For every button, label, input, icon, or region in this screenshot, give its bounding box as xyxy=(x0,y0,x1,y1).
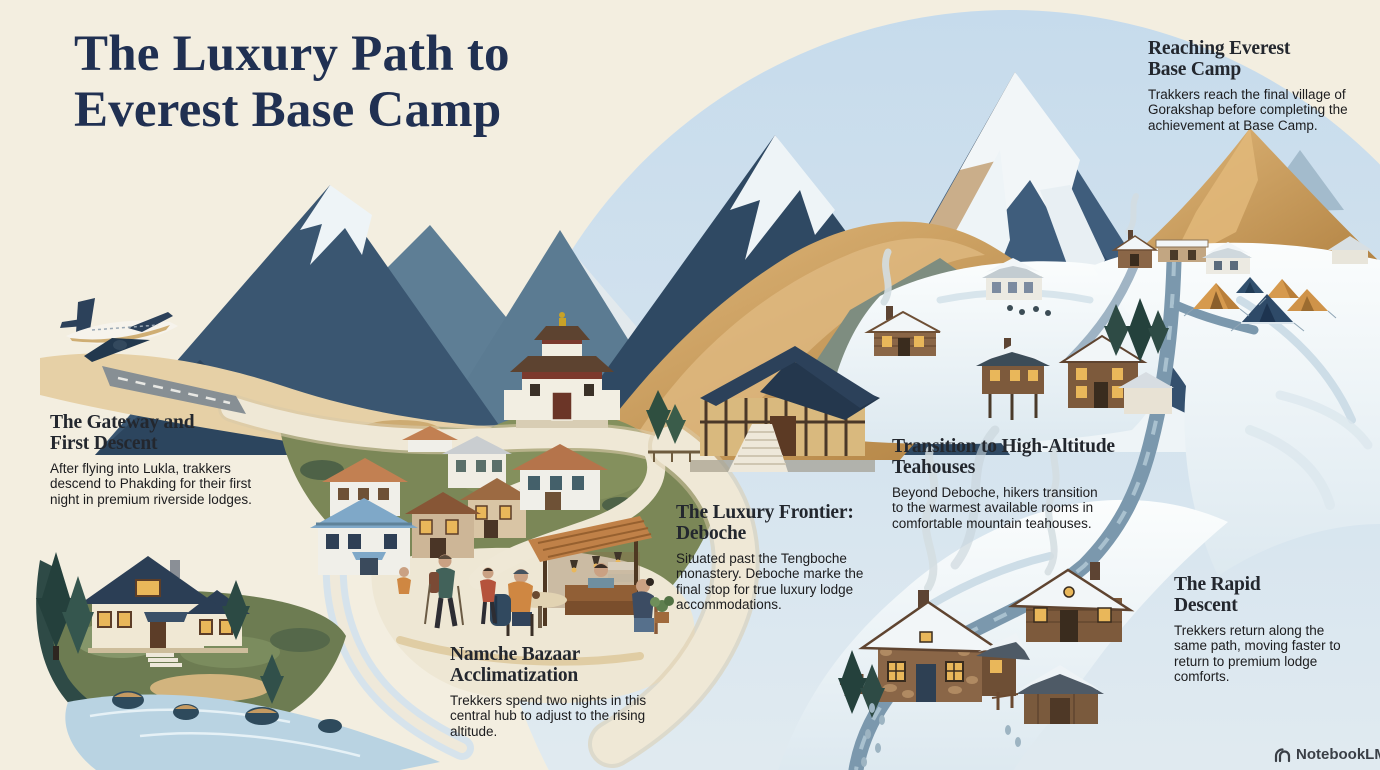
annotation-heading: The Gateway and First Descent xyxy=(50,412,195,455)
namche-cafe xyxy=(490,516,674,636)
annotation-heading: Namche Bazaar Acclimatization xyxy=(450,644,580,687)
basecamp-tents xyxy=(1183,277,1337,332)
upper-snow-hamlet xyxy=(864,248,1174,420)
annotation-body: After flying into Lukla, trakkers descen… xyxy=(50,460,252,507)
annotation-gateway-first-descent: The Gateway and First Descent After flyi… xyxy=(50,412,260,507)
pine-trees xyxy=(646,390,686,444)
annotation-body: Trakkers reach the final village of Gora… xyxy=(1148,86,1348,133)
watermark: NotebookLM xyxy=(1274,746,1380,763)
annotation-namche-acclimatization: Namche Bazaar Acclimatization Trekkers s… xyxy=(450,644,655,739)
notebooklm-logo-icon xyxy=(1274,748,1291,763)
teahouse-cabin-b xyxy=(1007,562,1135,642)
annotation-body: Trekkers spend two nights in this centra… xyxy=(450,692,647,739)
annotation-heading: The Luxury Frontier: Deboche xyxy=(676,502,854,545)
snow-teahouses xyxy=(838,425,1135,767)
footprints xyxy=(861,703,1021,767)
gorakshap-basecamp xyxy=(1111,193,1372,332)
annotation-rapid-descent: The Rapid Descent Trekkers return along … xyxy=(1174,574,1354,684)
airplane-illustration xyxy=(60,298,178,362)
page-title: The Luxury Path to Everest Base Camp xyxy=(74,26,510,138)
lukla-runway xyxy=(102,366,246,414)
watermark-label: NotebookLM xyxy=(1296,746,1380,763)
walking-trekkers xyxy=(397,554,497,629)
page-title-line1: The Luxury Path to xyxy=(74,26,510,82)
luxury-lodge xyxy=(648,346,880,472)
annotation-body: Situated past the Tengboche monastery. D… xyxy=(676,550,864,612)
stilt-teahouse xyxy=(976,338,1050,420)
annotation-body: Trekkers return along the same path, mov… xyxy=(1174,622,1341,684)
namche-village xyxy=(310,426,608,575)
annotation-reaching-base-camp: Reaching Everest Base Camp Trakkers reac… xyxy=(1148,38,1348,133)
teahouse-cabin-a xyxy=(839,590,1030,702)
phakding-scene xyxy=(36,552,440,770)
annotation-heading: Transition to High-Altitude Teahouses xyxy=(892,436,1115,479)
tengboche-monastery xyxy=(504,312,620,428)
high-lodge xyxy=(1058,334,1174,414)
annotation-highaltitude-teahouses: Transition to High-Altitude Teahouses Be… xyxy=(892,436,1142,531)
annotation-body: Beyond Deboche, hikers transition to the… xyxy=(892,484,1098,531)
annotation-heading: The Rapid Descent xyxy=(1174,574,1261,617)
teahouse-cabin-c xyxy=(991,665,1104,724)
annotation-heading: Reaching Everest Base Camp xyxy=(1148,38,1291,81)
annotation-luxury-frontier-deboche: The Luxury Frontier: Deboche Situated pa… xyxy=(676,502,891,612)
page-title-line2: Everest Base Camp xyxy=(74,82,502,139)
